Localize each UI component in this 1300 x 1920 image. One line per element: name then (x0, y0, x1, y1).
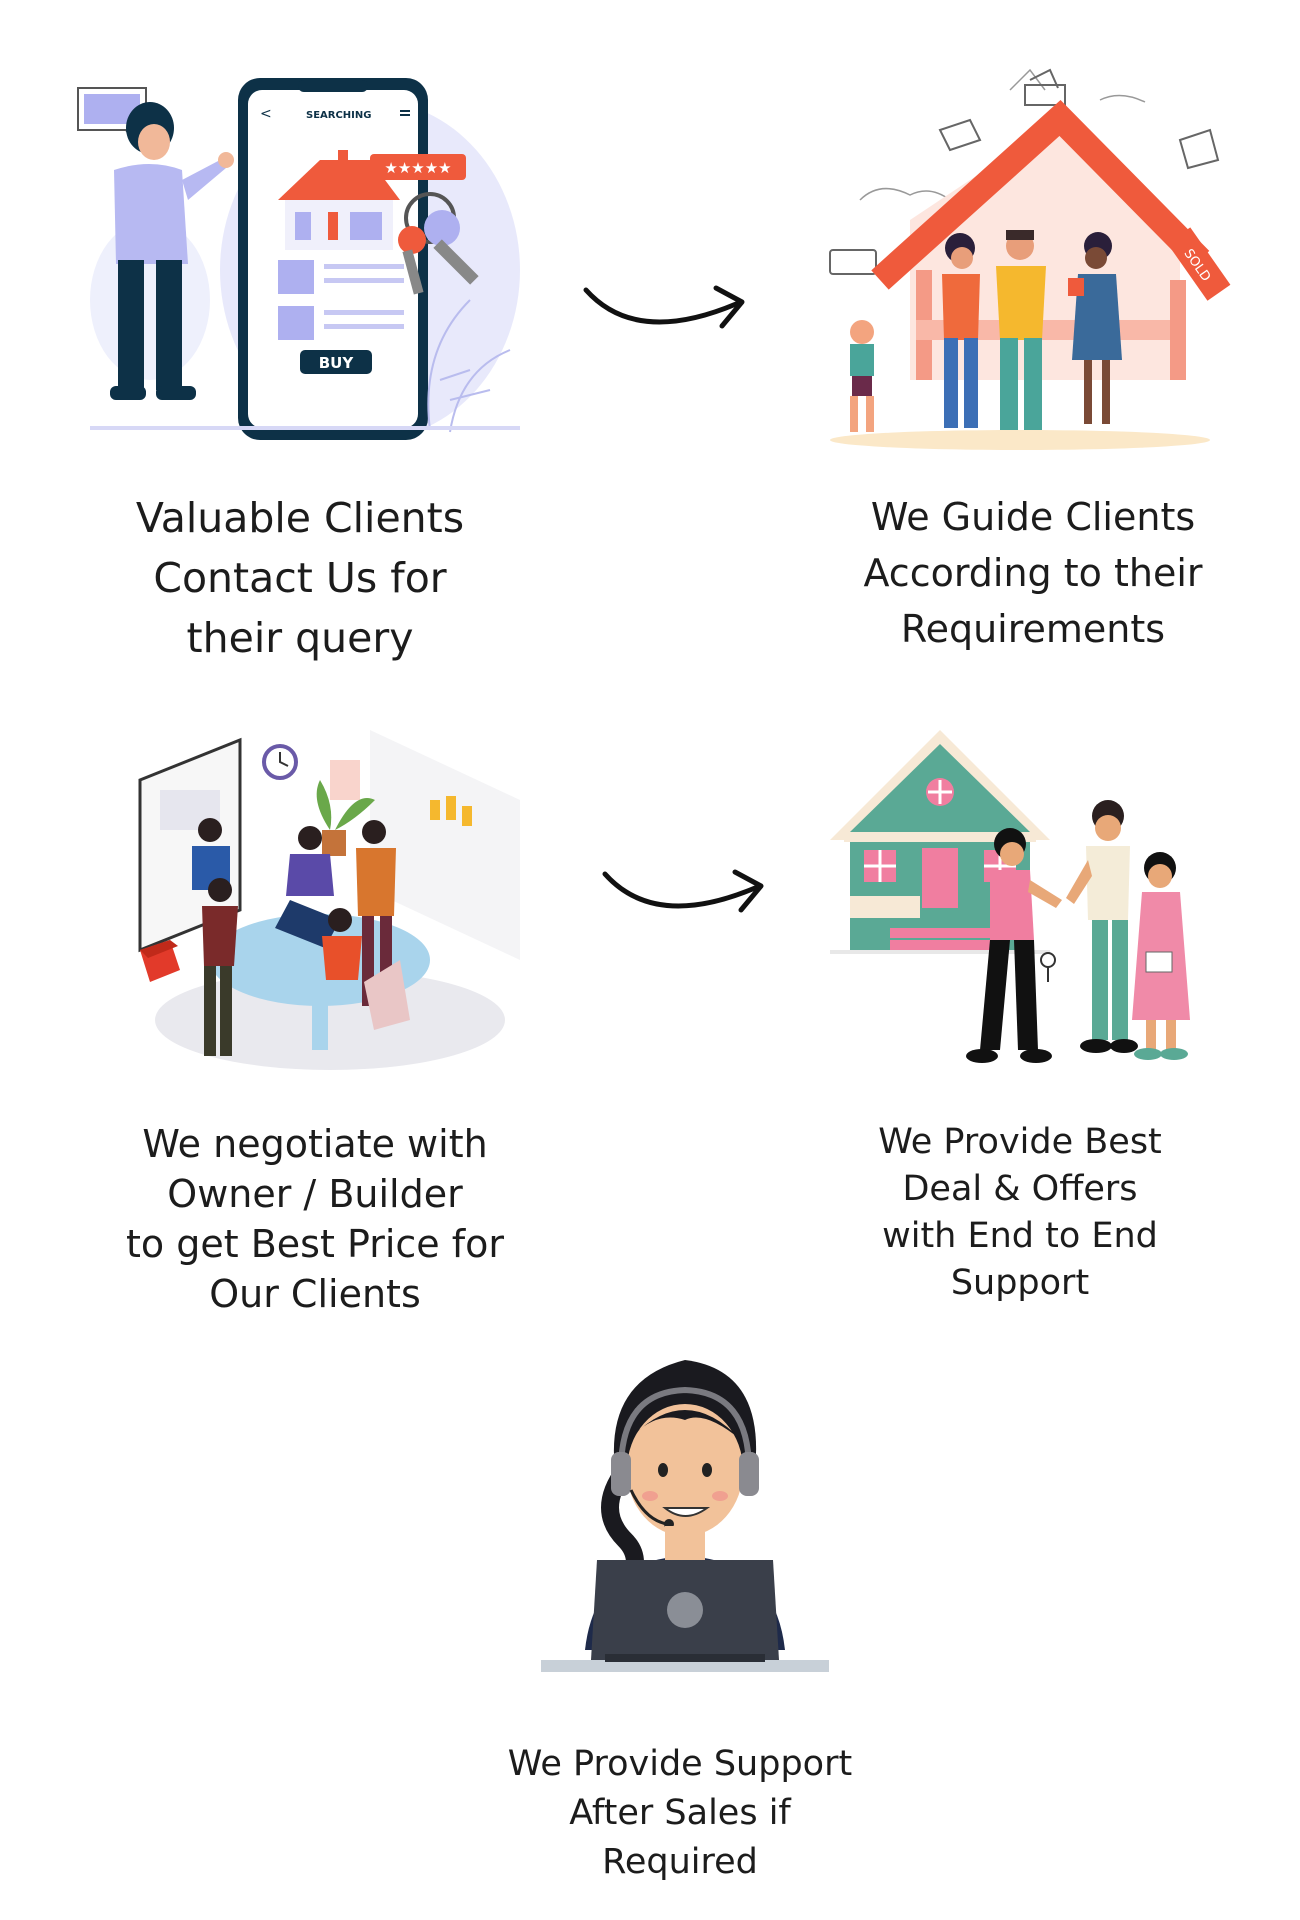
caption-line: Valuable Clients (135, 494, 465, 542)
caption-line: Owner / Builder (167, 1172, 463, 1216)
clock-icon (262, 744, 298, 780)
caption-line: We Provide Support (507, 1744, 853, 1784)
hand-drawn-icons (829, 68, 1220, 275)
buyer-figure-icon (1132, 852, 1190, 1060)
caption-line: After Sales if (569, 1793, 791, 1833)
agent-figure-icon (966, 828, 1062, 1063)
arrow-icon (602, 869, 764, 913)
step-caption-guide: We Guide Clients According to their Requ… (828, 489, 1238, 657)
box-icon (140, 940, 180, 982)
caption-line: Support (950, 1263, 1090, 1303)
caption-line: Deal & Offers (902, 1169, 1138, 1209)
laptop-icon (541, 1560, 829, 1672)
client-figure-icon (110, 102, 234, 400)
family-member-icon (942, 233, 980, 428)
family-member-icon (850, 320, 874, 432)
rating-stars-icon: ★★★★★ (384, 159, 451, 177)
family-member-icon (996, 230, 1046, 430)
caption-line: We negotiate with (142, 1122, 488, 1166)
caption-line: to get Best Price for (126, 1222, 504, 1266)
svg-text:<: < (260, 106, 272, 122)
step-caption-contact: Valuable Clients Contact Us for their qu… (90, 488, 510, 668)
caption-line: Required (602, 1842, 758, 1882)
buyer-figure-icon (1066, 800, 1138, 1053)
caption-line: with End to End (882, 1216, 1158, 1256)
caption-line: We Guide Clients (870, 495, 1196, 539)
agent-figure-icon (1068, 232, 1122, 424)
meeting-person-icon (286, 826, 334, 896)
meeting-person-icon (322, 908, 410, 1030)
illustration-deal-handshake (830, 730, 1190, 1063)
caption-line: We Provide Best (878, 1122, 1162, 1162)
illustration-guided-family: SOLD (829, 68, 1231, 450)
step-caption-deal: We Provide Best Deal & Offers with End t… (820, 1119, 1220, 1307)
arrow-icon (583, 285, 745, 329)
step-caption-support: We Provide Support After Sales if Requir… (480, 1740, 880, 1887)
buy-button-label: BUY (319, 354, 355, 372)
meeting-person-icon (202, 878, 238, 1056)
caption-line: According to their (863, 551, 1203, 595)
phone-title: SEARCHING (306, 110, 371, 121)
illustration-property-search: < SEARCHING BUY ★★★★★ (77, 78, 520, 440)
caption-line: their query (186, 614, 414, 662)
house-icon (278, 150, 400, 250)
caption-line: Requirements (900, 607, 1166, 651)
illustration-after-sales-support (541, 1360, 829, 1672)
plant-icon (316, 780, 375, 856)
headset-icon (611, 1386, 759, 1529)
chart-board-icon (430, 796, 472, 826)
illustration-negotiation-meeting (138, 730, 520, 1070)
caption-line: Contact Us for (153, 554, 447, 602)
caption-line: Our Clients (209, 1272, 421, 1316)
step-caption-negotiate: We negotiate with Owner / Builder to get… (100, 1119, 530, 1319)
key-icon (1040, 952, 1056, 982)
key-icon (398, 192, 479, 295)
